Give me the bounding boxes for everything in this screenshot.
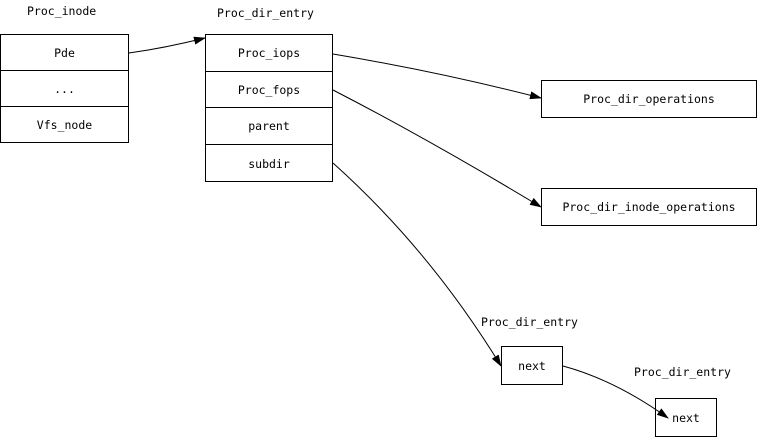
- proc-dir-entry-field-iops: Proc_iops: [237, 46, 301, 60]
- arrow-pde-to-dir-entry: [128, 36, 206, 54]
- proc-dir-entry-field-fops: Proc_fops: [206, 71, 332, 107]
- child-entry-2-title: Proc_dir_entry: [634, 365, 731, 379]
- child-entry-1-title: Proc_dir_entry: [481, 315, 578, 329]
- proc-inode-box: Pde ... Vfs_node: [0, 34, 129, 143]
- arrow-subdir-to-child-entry: [332, 162, 502, 367]
- proc-dir-entry-field-parent: parent: [206, 107, 332, 144]
- proc-inode-field-ellipsis: ...: [1, 70, 128, 106]
- child-entry-1-next-box: next: [501, 346, 563, 385]
- proc-inode-field-vfs-node: Vfs_node: [1, 106, 128, 143]
- proc-dir-entry-field-subdir: subdir: [206, 144, 332, 182]
- proc-inode-title: Proc_inode: [27, 4, 97, 18]
- arrow-iops-to-dir-operations: [332, 53, 542, 100]
- proc-dir-inode-operations-box: Proc_dir_inode_operations: [541, 188, 757, 226]
- proc-inode-field-pde: Pde: [54, 45, 75, 60]
- proc-dir-entry-box: Proc_iops Proc_fops parent subdir: [205, 34, 333, 182]
- proc-dir-operations-box: Proc_dir_operations: [541, 80, 757, 118]
- child-entry-2-next-box: next: [655, 398, 717, 437]
- proc-dir-entry-title: Proc_dir_entry: [217, 6, 314, 20]
- arrow-fops-to-inode-operations: [332, 89, 542, 208]
